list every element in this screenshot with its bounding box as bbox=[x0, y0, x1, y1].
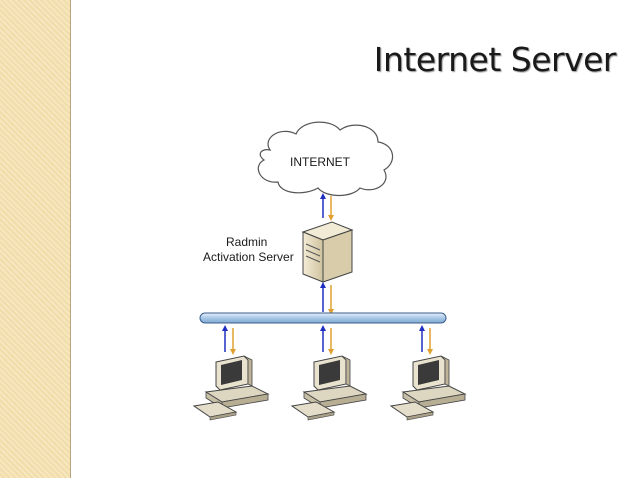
internet-cloud: INTERNET bbox=[257, 121, 394, 197]
cloud-label: INTERNET bbox=[290, 155, 351, 169]
server-icon bbox=[301, 221, 354, 283]
client-computer-icon-3 bbox=[390, 355, 466, 421]
client-computer-icon-2 bbox=[291, 355, 367, 421]
network-bus bbox=[199, 312, 447, 324]
server-label-line1: Radmin bbox=[226, 235, 267, 249]
client-computer-icon-1 bbox=[193, 355, 269, 421]
client-arrows bbox=[222, 325, 433, 355]
decorative-side-band bbox=[0, 0, 71, 478]
server-label-line2: Activation Server bbox=[203, 250, 294, 264]
slide-title: Internet Server bbox=[373, 40, 617, 79]
